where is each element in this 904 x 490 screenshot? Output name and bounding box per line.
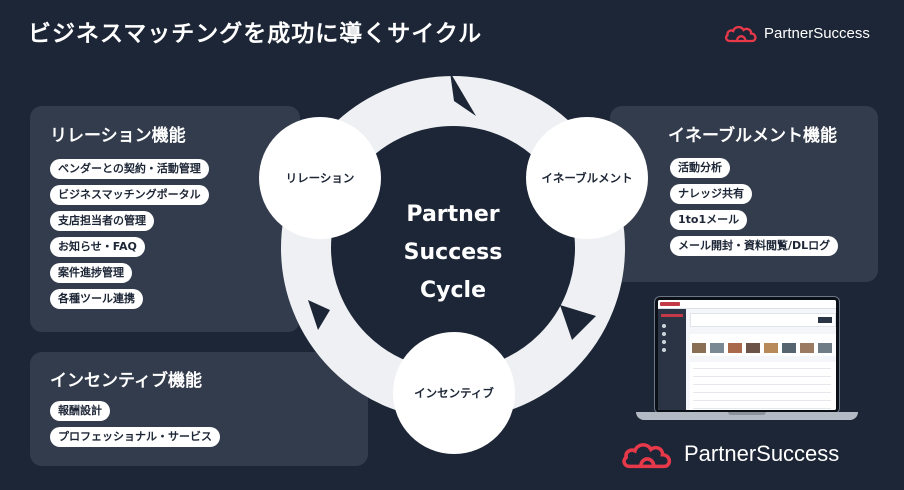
incentive-panel-title: インセンティブ機能: [50, 371, 202, 391]
cycle-center-line: Partner: [406, 202, 500, 227]
relation-item: 各種ツール連携: [50, 289, 143, 309]
cloud-logo-icon: [622, 443, 672, 469]
enablement-item: 活動分析: [670, 158, 730, 178]
brand-bottom: PartnerSuccess: [620, 432, 880, 476]
relation-item: ビジネスマッチングポータル: [50, 185, 209, 205]
laptop-mockup: [636, 290, 858, 424]
enablement-panel-title: イネーブルメント機能: [668, 126, 837, 146]
cycle-center-line: Cycle: [420, 278, 486, 303]
brand-top: PartnerSuccess: [724, 19, 884, 47]
laptop-screen: [654, 296, 840, 414]
cycle-arrow-left: [308, 300, 330, 330]
cloud-logo-icon: [724, 25, 757, 43]
node-incentive: インセンティブ: [393, 332, 515, 454]
relation-item: 支店担当者の管理: [50, 211, 154, 231]
page-title: ビジネスマッチングを成功に導くサイクル: [28, 21, 483, 47]
brand-name: PartnerSuccess: [684, 441, 840, 466]
app-screenshot: [658, 300, 836, 410]
cycle-arrow-top: [450, 72, 476, 116]
incentive-item: 報酬設計: [50, 401, 110, 421]
relation-item: ベンダーとの契約・活動管理: [50, 159, 209, 179]
incentive-item: プロフェッショナル・サービス: [50, 427, 220, 447]
cycle-arrow-right: [560, 305, 596, 340]
node-relation: リレーション: [259, 117, 381, 239]
enablement-item: ナレッジ共有: [670, 184, 752, 204]
cycle-center-line: Success: [403, 240, 503, 265]
relation-item: 案件進捗管理: [50, 263, 132, 283]
enablement-item: 1to1メール: [670, 210, 748, 230]
laptop-notch: [728, 412, 766, 415]
cycle-center-label: Partner Success Cycle: [378, 196, 528, 310]
laptop-base: [636, 412, 858, 420]
brand-name: PartnerSuccess: [764, 24, 870, 42]
enablement-item: メール開封・資料閲覧/DLログ: [670, 236, 839, 256]
relation-panel-title: リレーション機能: [50, 126, 186, 146]
relation-item: お知らせ・FAQ: [50, 237, 145, 257]
node-enablement: イネーブルメント: [526, 117, 648, 239]
